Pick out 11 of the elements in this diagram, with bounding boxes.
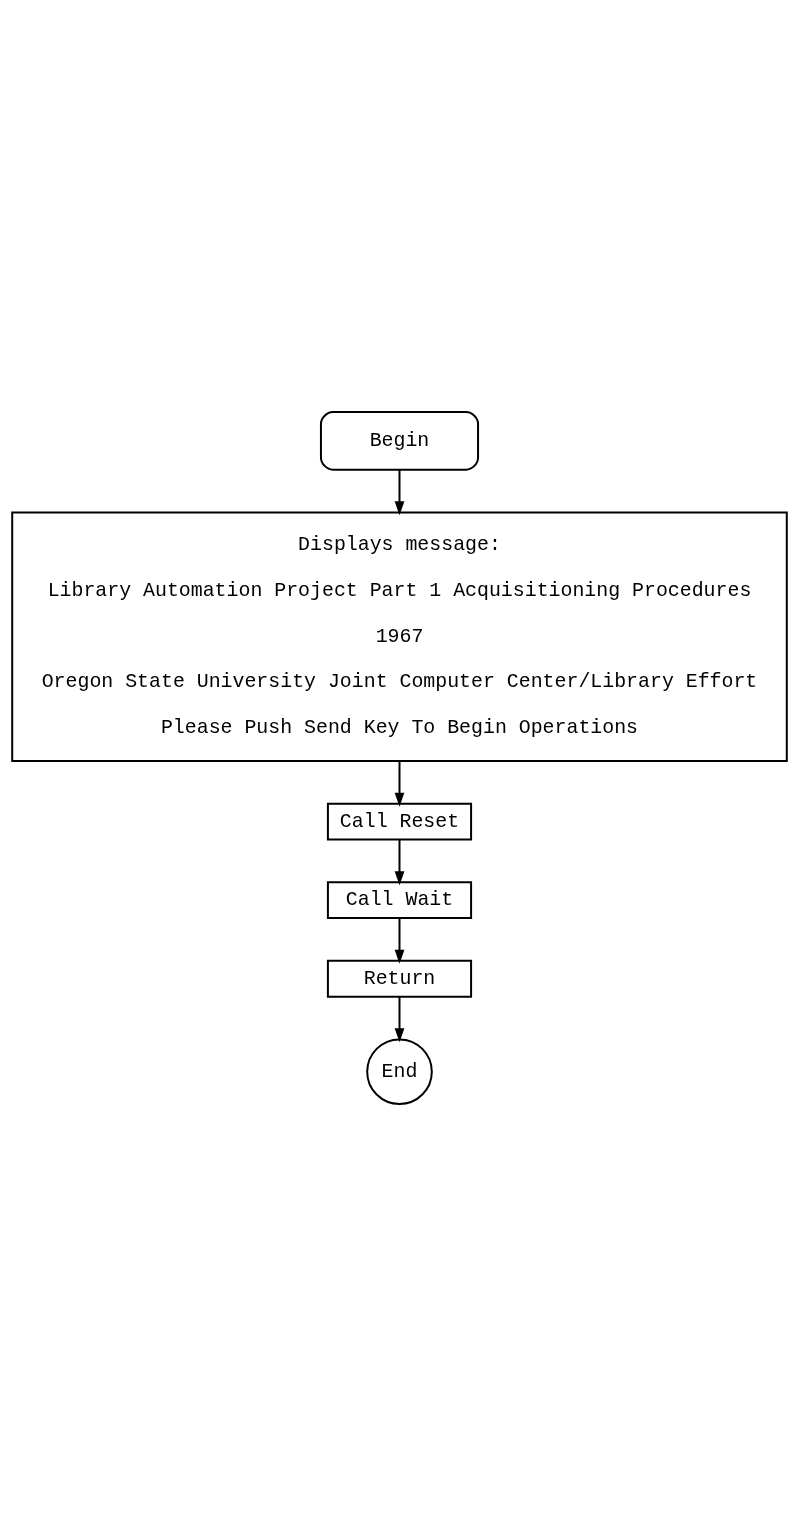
node-box: Return xyxy=(326,959,473,998)
arrow xyxy=(394,760,405,807)
node-circle: End xyxy=(366,1038,433,1105)
node-box: Call Reset xyxy=(326,802,473,841)
arrow xyxy=(394,995,405,1043)
arrow xyxy=(394,838,405,886)
node-box: Call Wait xyxy=(326,881,473,920)
arrow xyxy=(394,469,405,516)
arrow xyxy=(394,917,405,964)
node-box: Begin xyxy=(319,411,480,471)
node-box: Displays message: Library Automation Project Part 1 Acquisitioning Procedures 1967 Oregon State University Joint Computer Center/Library Effort Please Push Send Key To Begin Operations xyxy=(11,511,788,762)
